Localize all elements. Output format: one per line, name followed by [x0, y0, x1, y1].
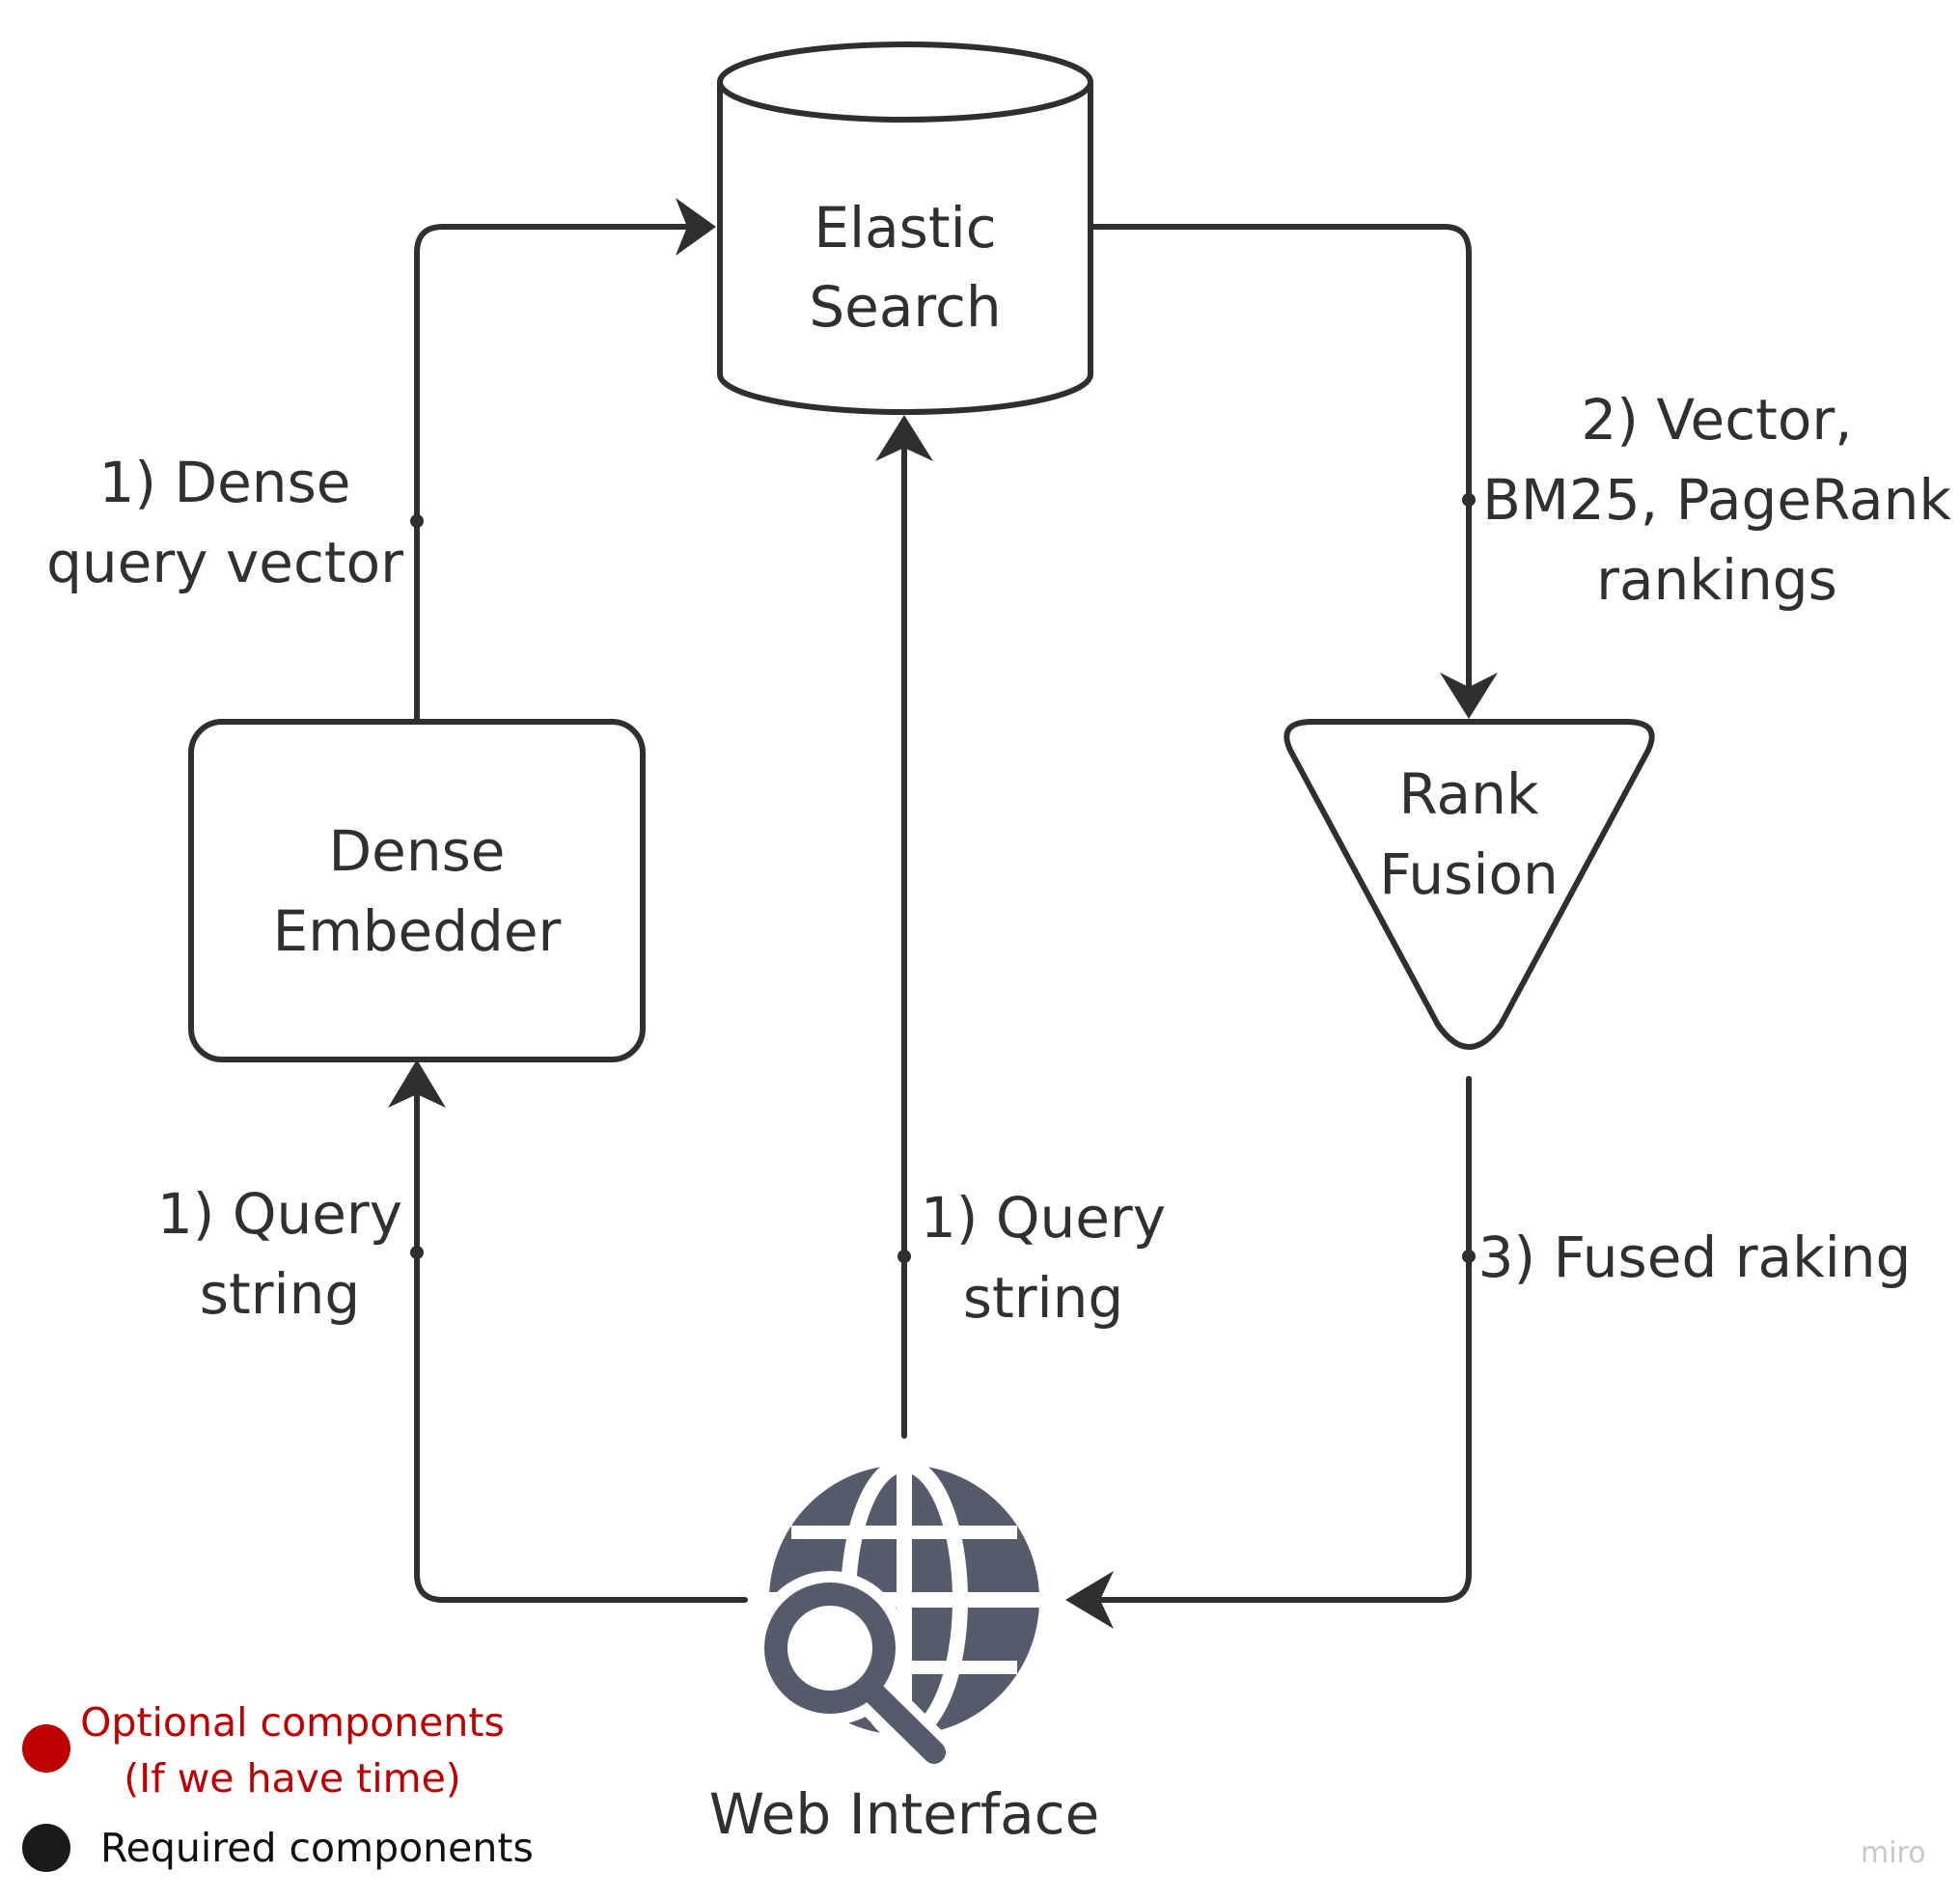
edge-label-fusion-to-web: 3) Fused raking	[1478, 1225, 1912, 1290]
rank-fusion-node[interactable]: Rank Fusion	[1284, 719, 1655, 1050]
required-dot-icon	[22, 1824, 70, 1872]
edge-dense-to-elastic	[410, 198, 716, 722]
edge-web-to-elastic	[875, 415, 933, 1439]
edge-label-line: query vector	[46, 530, 403, 595]
arrowhead-icon	[1440, 673, 1498, 719]
web-interface-label: Web Interface	[709, 1781, 1100, 1847]
arrowhead-icon	[875, 415, 933, 461]
edge-label-line: string	[963, 1265, 1124, 1331]
edge-midpoint-dot	[897, 1250, 911, 1263]
dense-embedder-label-line1: Dense	[328, 818, 505, 884]
edge-label-line: 1) Dense	[99, 450, 351, 515]
edge-midpoint-dot	[410, 514, 424, 528]
edge-label-elastic-to-fusion: 2) Vector, BM25, PageRank rankings	[1482, 387, 1951, 613]
edge-label-line: rankings	[1596, 547, 1837, 613]
elastic-search-label-line1: Elastic	[814, 195, 996, 261]
edge-label-web-to-elastic: 1) Query string	[921, 1185, 1166, 1331]
legend-optional-line1: Optional components	[80, 1699, 505, 1746]
edge-label-line: 1) Query	[921, 1185, 1166, 1251]
edge-label-line: BM25, PageRank	[1482, 467, 1951, 533]
edge-label-dense-to-elastic: 1) Dense query vector	[46, 450, 403, 595]
miro-watermark: miro	[1861, 1836, 1926, 1870]
edge-label-line: 1) Query	[157, 1181, 402, 1247]
edge-midpoint-dot	[1462, 493, 1476, 507]
elastic-search-label-line2: Search	[809, 274, 1001, 340]
edge-midpoint-dot	[1462, 1250, 1476, 1263]
legend: Optional components (If we have time) Re…	[22, 1699, 534, 1872]
arrowhead-icon	[388, 1060, 446, 1108]
web-interface-node[interactable]: Web Interface	[709, 1457, 1100, 1847]
legend-optional-line2: (If we have time)	[124, 1755, 461, 1802]
edge-label-line: string	[200, 1261, 361, 1327]
globe-search-icon	[753, 1457, 1039, 1776]
edge-midpoint-dot	[410, 1246, 424, 1259]
edge-fusion-to-web	[1065, 1076, 1476, 1629]
merge-triangle-icon	[1284, 719, 1655, 1050]
edge-elastic-to-fusion	[1089, 224, 1498, 719]
legend-required-label: Required components	[100, 1825, 534, 1871]
rank-fusion-label-line1: Rank	[1399, 761, 1539, 827]
edge-label-web-to-dense: 1) Query string	[157, 1181, 402, 1327]
arrowhead-icon	[1065, 1571, 1114, 1629]
elastic-search-node[interactable]: Elastic Search	[717, 41, 1093, 415]
rank-fusion-label-line2: Fusion	[1379, 841, 1559, 907]
arrowhead-icon	[676, 198, 716, 256]
database-icon	[717, 41, 1093, 123]
edge-web-to-dense	[388, 1060, 748, 1603]
dense-embedder-node[interactable]: Dense Embedder	[188, 719, 646, 1062]
optional-dot-icon	[22, 1724, 70, 1773]
dense-embedder-label-line2: Embedder	[273, 898, 562, 964]
edge-label-line: 3) Fused raking	[1478, 1225, 1912, 1290]
edge-label-line: 2) Vector,	[1581, 387, 1852, 453]
